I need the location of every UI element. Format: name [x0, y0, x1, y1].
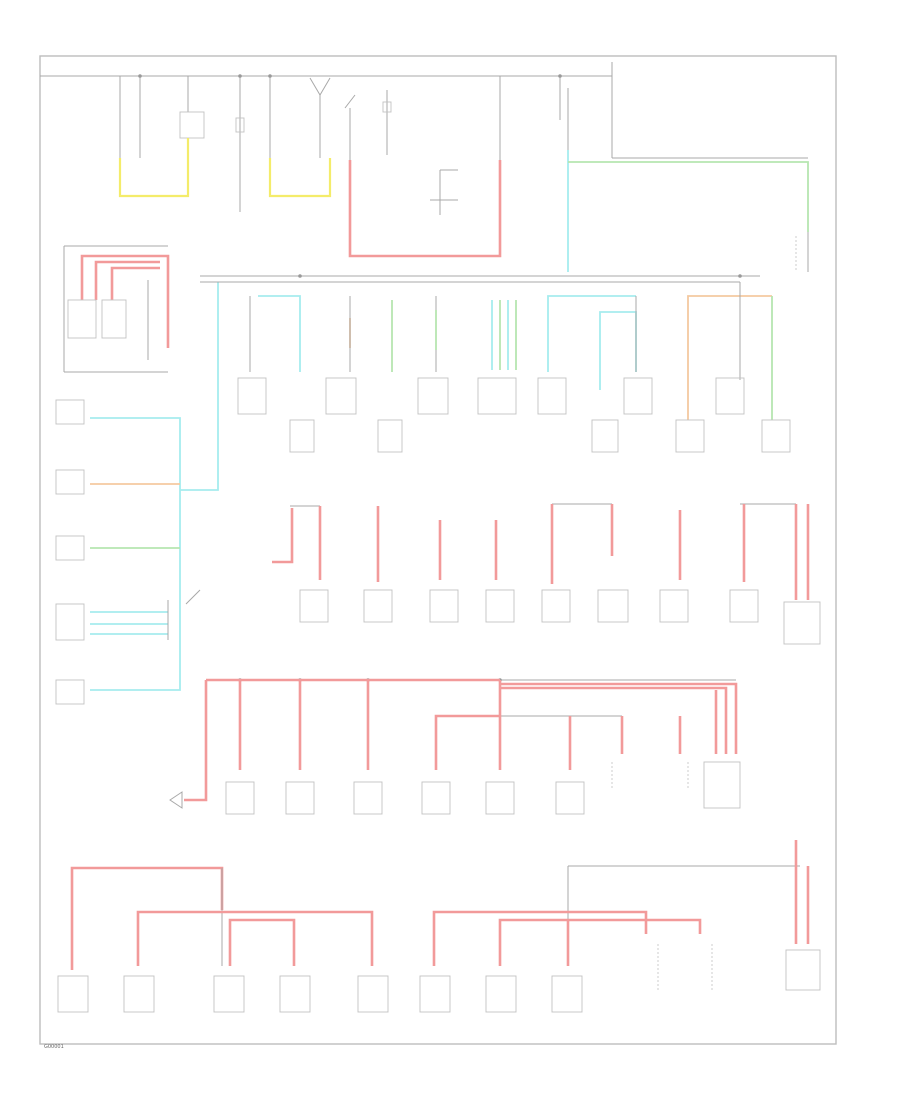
- starter-relay: [179, 111, 205, 139]
- fuse-2b: [363, 589, 393, 623]
- module-1e: [417, 377, 449, 415]
- left-column: [55, 245, 219, 705]
- module-1c: [325, 377, 357, 415]
- module-1b: [289, 419, 315, 453]
- fuse-3a: [225, 781, 255, 815]
- row-two-fuses: [272, 503, 821, 645]
- module-1k: [715, 377, 745, 415]
- fuse-4h: [551, 975, 583, 1013]
- module-1l: [761, 419, 791, 453]
- fuse-block-a: [67, 299, 97, 339]
- relay-2i: [783, 601, 821, 645]
- fuse-2e: [541, 589, 571, 623]
- fuse-2d: [485, 589, 515, 623]
- fuse-3d: [421, 781, 451, 815]
- cyan-wire-left-2: [180, 282, 219, 491]
- yellow-wire-right: [268, 158, 332, 198]
- component-box-left-4: [55, 603, 85, 641]
- component-box-left-1: [55, 399, 85, 425]
- fuse-3b: [285, 781, 315, 815]
- fuse-4e: [357, 975, 389, 1013]
- fuse-4c: [213, 975, 245, 1013]
- fuse-link: [382, 101, 392, 113]
- fuse-3c: [353, 781, 383, 815]
- component-box-left-5: [55, 679, 85, 705]
- fuse-2h: [729, 589, 759, 623]
- fuse-3e: [485, 781, 515, 815]
- module-1h: [591, 419, 619, 453]
- green-wire-top: [568, 161, 809, 232]
- inline-fuse: [235, 117, 245, 133]
- fuse-2f: [597, 589, 629, 623]
- footer-code: G00001: [44, 1044, 64, 1050]
- fuse-4f: [419, 975, 451, 1013]
- fuse-4a: [57, 975, 89, 1013]
- module-1f: [477, 377, 517, 415]
- fuse-block-b: [101, 299, 127, 339]
- module-1i: [623, 377, 653, 415]
- module-1j: [675, 419, 705, 453]
- diagram-frame: [39, 55, 837, 1045]
- component-box-left-2: [55, 469, 85, 495]
- relay-3g: [703, 761, 741, 809]
- module-1g: [537, 377, 567, 415]
- row-one-modules: [200, 274, 791, 453]
- module-1a: [237, 377, 267, 415]
- relay-4i: [785, 949, 821, 991]
- fuse-4d: [279, 975, 311, 1013]
- fuse-2g: [659, 589, 689, 623]
- fuse-2c: [429, 589, 459, 623]
- component-box-left-3: [55, 535, 85, 561]
- row-four-fuses: [57, 840, 821, 1013]
- top-section: [40, 62, 809, 272]
- fuse-4g: [485, 975, 517, 1013]
- fuse-2a: [299, 589, 329, 623]
- row-three-fuses: [169, 678, 741, 815]
- cyan-wire-left-1: [90, 417, 181, 691]
- module-1d: [377, 419, 403, 453]
- fuse-3f: [555, 781, 585, 815]
- fuse-4b: [123, 975, 155, 1013]
- yellow-wire-left: [118, 138, 190, 198]
- red-wire-ignition: [348, 160, 502, 258]
